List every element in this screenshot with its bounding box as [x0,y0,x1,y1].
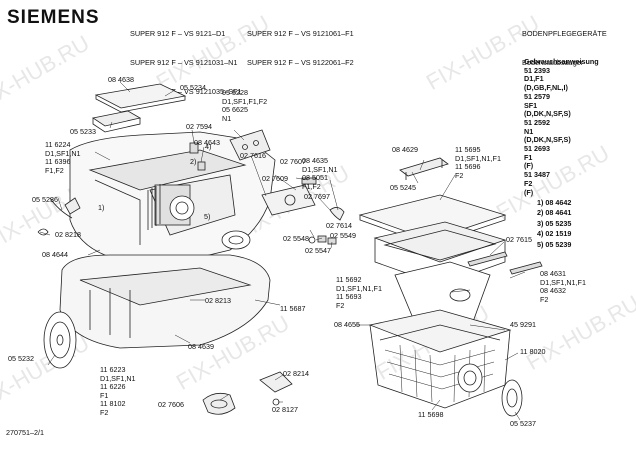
part-label-084643: 08 4643 [194,138,220,147]
part-label-055236: 05 5236 [32,195,58,204]
siemens-logo: SIEMENS [7,7,100,28]
callout-1: 1) [98,203,105,212]
part-label-025547: 02 5547 [305,246,331,255]
part-label-115698: 11 5698 [418,410,444,419]
part-label-084639: 08 4639 [188,342,214,351]
callout-5: 5) [204,212,211,221]
category-heading: BODENPFLEGEGERÄTE Bodenstaubsauger [522,29,607,67]
part-label-028218: 02 8218 [55,230,81,239]
manual-title: Gebrauchsanweisung [524,57,599,66]
part-label-027609: 02 7609 [262,174,288,183]
part-label-025549: 02 5549 [330,231,356,240]
part-label-055233: 05 5233 [70,127,96,136]
part-label-084644: 08 4644 [42,250,68,259]
part-label-084635: 08 4635 D1,SF1,N1 08 5051 F1,F2 [302,156,338,191]
part-label-055232: 05 5232 [8,354,34,363]
part-label-084638: 08 4638 [108,75,134,84]
part-label-027594: 02 7594 [186,122,212,131]
part-label-028214: 02 8214 [283,369,309,378]
part-label-459291: 45 9291 [510,320,536,329]
part-label-027615: 02 7615 [506,235,532,244]
part-label-027616: 02 7616 [240,151,266,160]
part-label-055234: 05 5234 [180,83,206,92]
part-label-027607: 02 7607 [280,157,306,166]
part-label-084629: 08 4629 [392,145,418,154]
legend-list: 1) 08 4642 2) 08 4641 3) 05 5235 4) 02 1… [537,198,572,249]
part-label-028127: 02 8127 [272,405,298,414]
part-label-055228: 05 5228 D1,SF1,F1,F2 05 6625 N1 [222,88,268,123]
part-label-115695: 11 5695 D1,SF1,N1,F1 11 5696 F2 [455,145,501,180]
part-label-028213: 02 8213 [205,296,231,305]
callout-4: 4) [205,142,212,151]
part-label-055237: 05 5237 [510,419,536,428]
callout-2: 2) [190,157,197,166]
part-label-027697: 02 7697 [304,192,330,201]
part-label-084631: 08 4631 D1,SF1,N1,F1 08 4632 F2 [540,269,586,304]
model-list-2: SUPER 912 F – VS 9121061–F1 SUPER 912 F … [247,29,354,67]
part-label-025548: 02 5548 [283,234,309,243]
part-label-027606: 02 7606 [158,400,184,409]
part-label-084655: 08 4655 [334,320,360,329]
part-label-027614: 02 7614 [326,221,352,230]
part-label-116224: 11 6224 D1,SF1,N1 11 6396 F1,F2 [45,140,81,175]
part-label-116223: 11 6223 D1,SF1,N1 11 6226 F1 11 8102 F2 [100,365,136,417]
part-label-115692: 11 5692 D1,SF1,N1,F1 11 5693 F2 [336,275,382,310]
part-label-118020: 11 8020 [520,347,546,356]
drawing-code: 270751–2/1 [6,428,44,437]
manual-list: Gebrauchsanweisung 51 2393 D1,F1 (D,GB,F… [524,57,599,197]
part-label-115687: 11 5687 [280,304,306,313]
part-label-055245: 05 5245 [390,183,416,192]
